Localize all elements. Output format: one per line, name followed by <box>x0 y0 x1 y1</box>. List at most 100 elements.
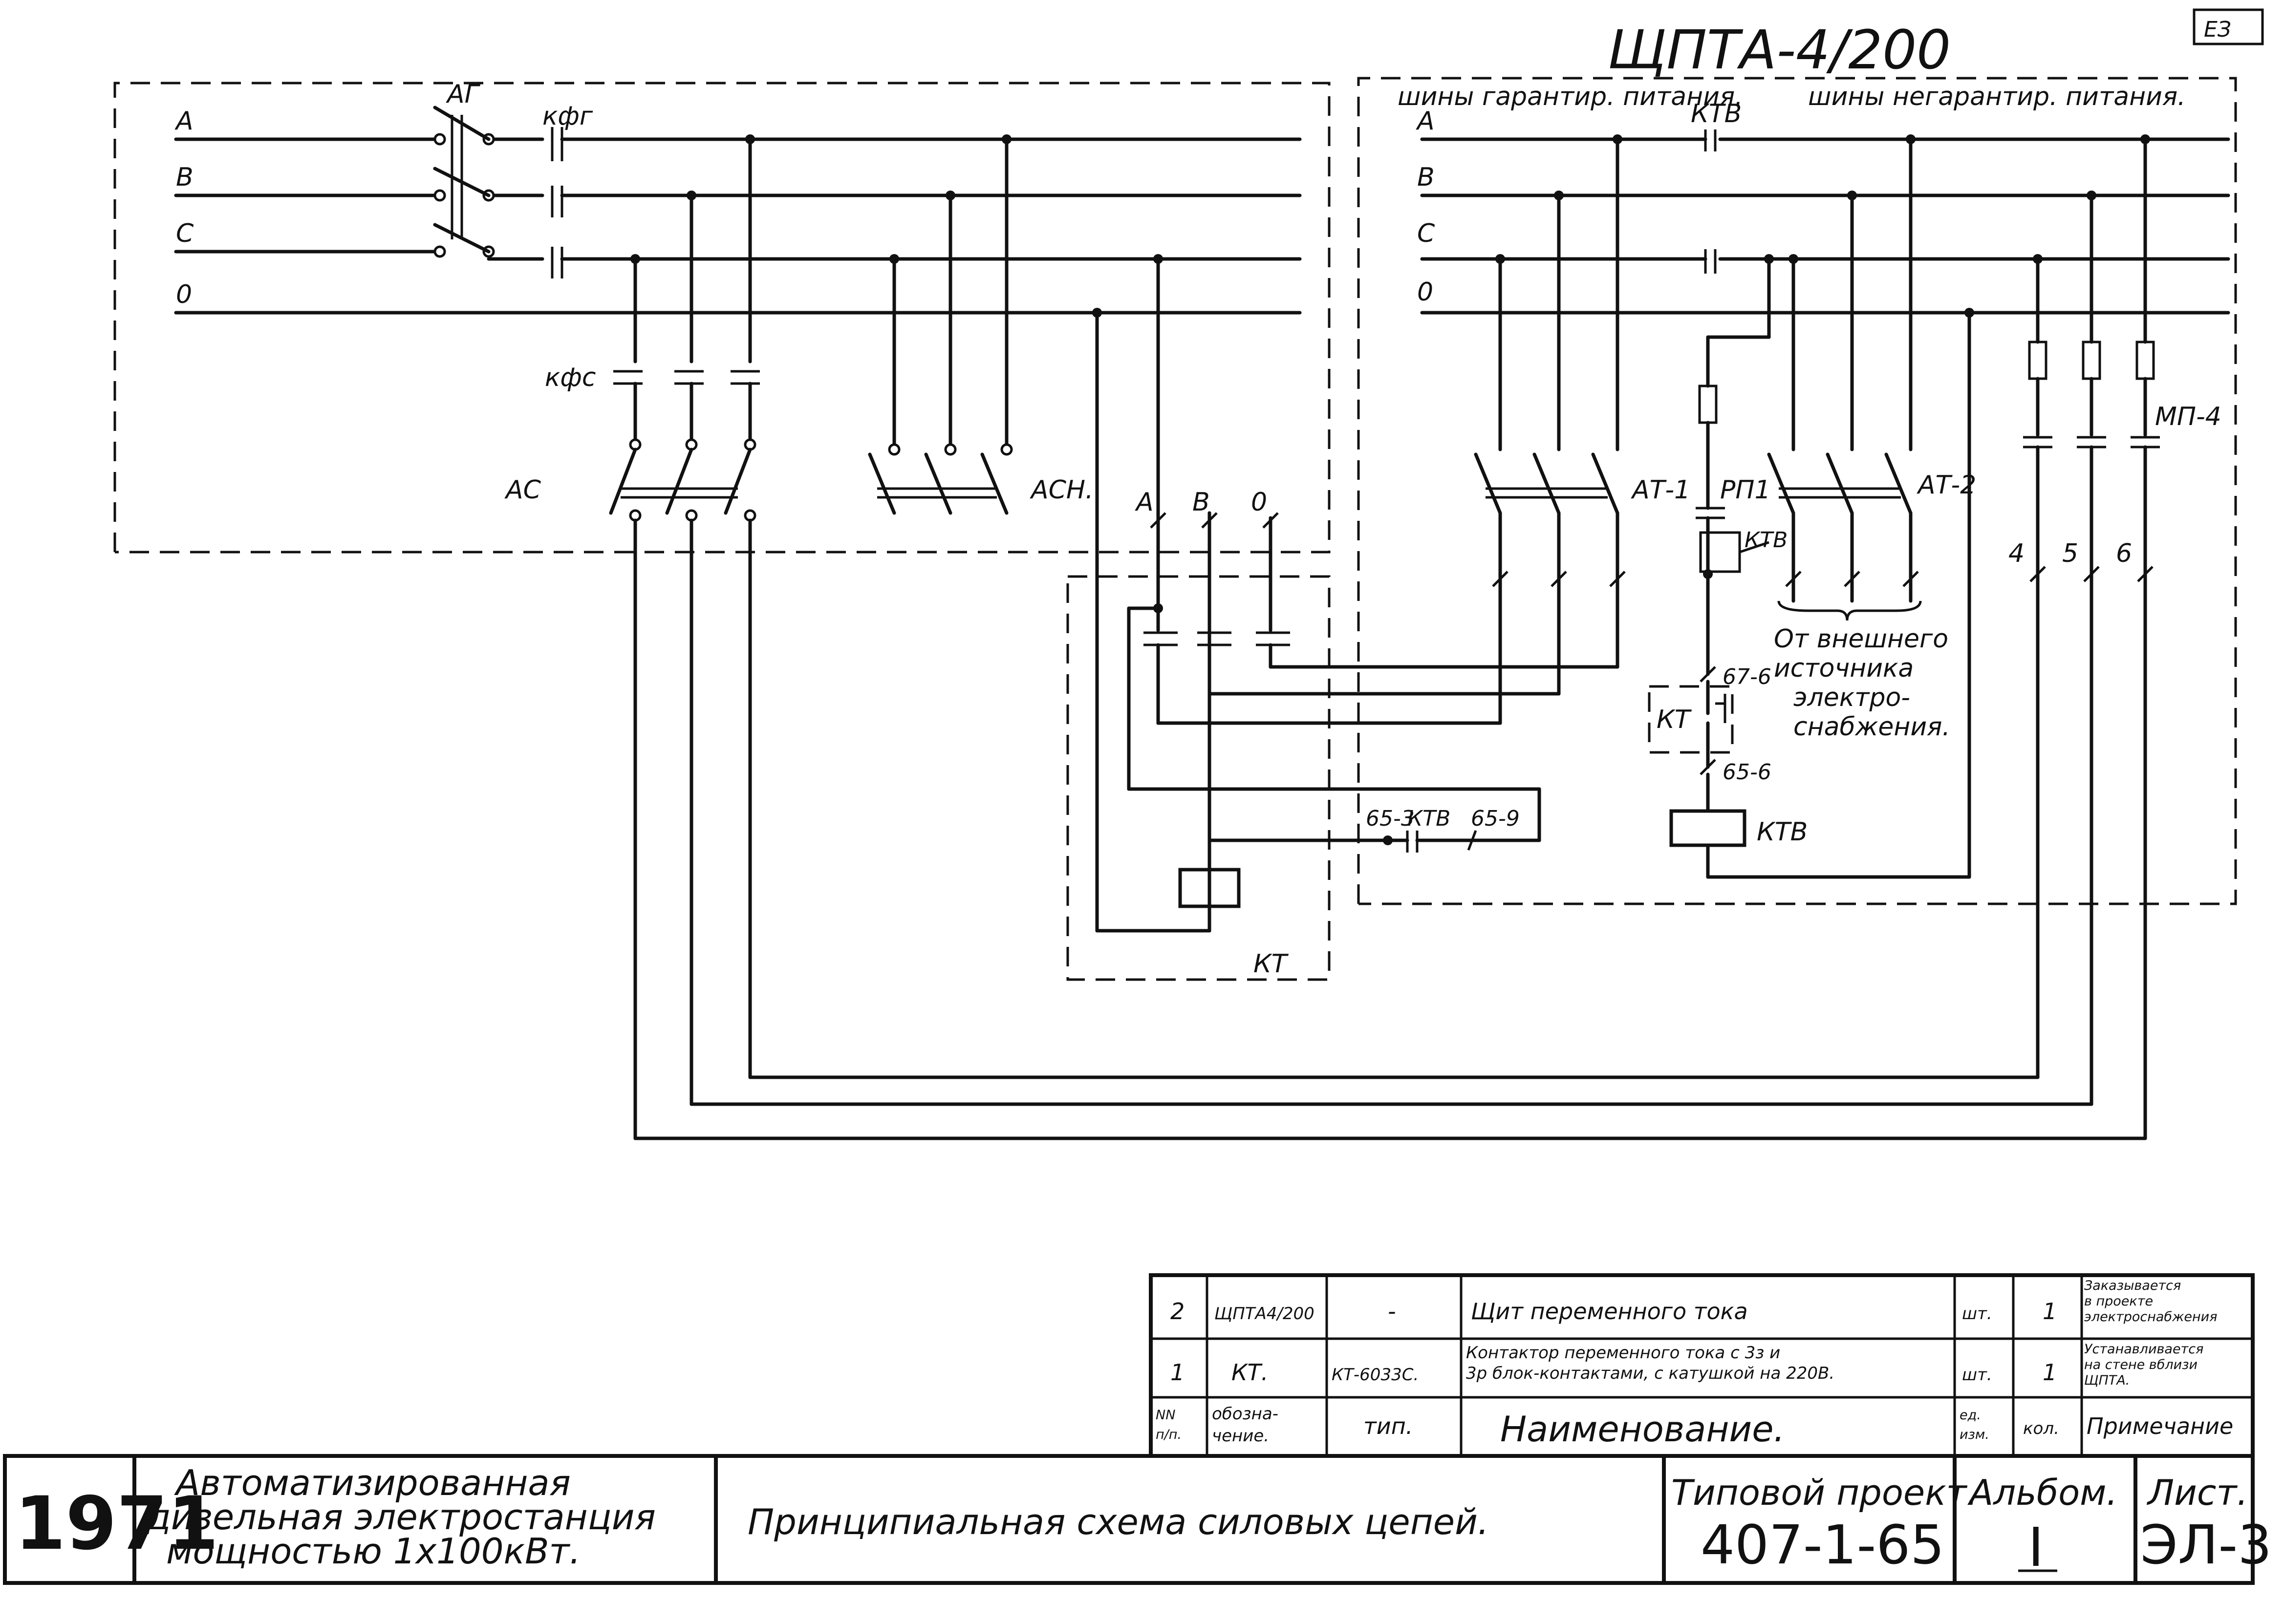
ktv-bus-label: КТВ <box>1691 99 1742 128</box>
kfs-contactor <box>613 370 760 442</box>
svg-text:чение.: чение. <box>1212 1426 1269 1446</box>
album-number: I <box>2028 1516 2044 1579</box>
guaranteed-bus-label: шины гарантир. питания. <box>1398 82 1743 111</box>
svg-text:КТ.: КТ. <box>1231 1359 1268 1386</box>
svg-text:снабжения.: снабжения. <box>1793 712 1950 742</box>
svg-text:Наименование.: Наименование. <box>1500 1409 1785 1450</box>
svg-text:электро-: электро- <box>1793 683 1910 712</box>
svg-text:тип.: тип. <box>1363 1413 1413 1439</box>
svg-text:Заказывается: Заказывается <box>2084 1278 2181 1293</box>
svg-text:п/п.: п/п. <box>1156 1427 1182 1442</box>
svg-text:шт.: шт. <box>1962 1365 1992 1385</box>
svg-text:65-3: 65-3 <box>1366 806 1415 831</box>
at2-label: АТ-2 <box>1917 470 1976 500</box>
ktv-aux-label: КТВ <box>1745 528 1788 553</box>
svg-text:В: В <box>1192 488 1210 517</box>
svg-text:C: C <box>1417 219 1435 248</box>
svg-text:1: 1 <box>2043 1359 2057 1386</box>
svg-text:2: 2 <box>1170 1298 1185 1325</box>
terminal-65-6: 65-6 <box>1723 760 1771 785</box>
svg-text:6: 6 <box>2116 539 2132 568</box>
svg-text:ЩПТА4/200: ЩПТА4/200 <box>1214 1304 1314 1324</box>
project-label: Типовой проект. <box>1671 1472 1978 1513</box>
kt-enclosure-label: КТ <box>1253 949 1289 979</box>
title-year: 1971 <box>15 1481 218 1566</box>
nonguaranteed-bus-label: шины негарантир. питания. <box>1808 82 2186 111</box>
ktv-control-circuit <box>1648 254 1974 879</box>
mp4-label: МП-4 <box>2155 402 2221 431</box>
ag-label: АГ <box>446 80 481 109</box>
svg-text:0: 0 <box>176 280 192 309</box>
ktv-coil-label: КТВ <box>1757 817 1808 847</box>
svg-text:0: 0 <box>1417 278 1433 307</box>
asn-label: АСН. <box>1030 475 1094 505</box>
at2-breaker <box>1767 134 1922 621</box>
kt-input-terminals: А В 0 <box>1135 488 1279 632</box>
generator-return-wires <box>633 587 2147 1140</box>
svg-text:Устанавливается: Устанавливается <box>2084 1342 2203 1357</box>
svg-text:1: 1 <box>2043 1298 2057 1325</box>
svg-text:B: B <box>1417 163 1435 192</box>
as-breaker <box>609 438 756 1140</box>
generator-panel-enclosure <box>113 82 1331 554</box>
project-number: 407-1-65 <box>1701 1514 1944 1576</box>
svg-text:C: C <box>176 219 194 248</box>
svg-text:1: 1 <box>1170 1359 1185 1386</box>
svg-text:Автоматизированная: Автоматизированная <box>174 1462 571 1503</box>
svg-text:Контактор переменного тока с 3: Контактор переменного тока с 3з и <box>1466 1343 1780 1363</box>
svg-text:0: 0 <box>1251 488 1267 517</box>
svg-text:шт.: шт. <box>1962 1304 1992 1324</box>
svg-text:4: 4 <box>2008 539 2025 568</box>
svg-text:дизельная электростанция: дизельная электростанция <box>146 1496 656 1538</box>
spec-row-2: 2 ЩПТА4/200 - Щит переменного тока шт. 1… <box>1170 1278 2217 1325</box>
sheet-number: ЭЛ-3 <box>2140 1514 2272 1576</box>
spec-row-1: 1 КТ. КТ-6033С. Контактор переменного то… <box>1170 1342 2203 1388</box>
svg-text:NN: NN <box>1156 1408 1175 1423</box>
title-object: Автоматизированная дизельная электростан… <box>146 1462 656 1572</box>
kt-main-contacts <box>1127 603 1619 818</box>
svg-text:5: 5 <box>2062 539 2078 568</box>
svg-text:A: A <box>1416 107 1435 136</box>
external-source-note: От внешнего источника электро- снабжения… <box>1774 624 1950 742</box>
svg-text:А: А <box>1135 488 1154 517</box>
kt-coil-terminals: 65-3 КТВ 65-9 <box>1366 806 1520 831</box>
svg-text:От внешнего: От внешнего <box>1774 624 1948 654</box>
at1-label: АТ-1 <box>1631 475 1690 505</box>
svg-text:мощностью 1х100кВт.: мощностью 1х100кВт. <box>166 1531 581 1572</box>
svg-text:B: B <box>176 163 194 192</box>
svg-text:кол.: кол. <box>2023 1419 2059 1438</box>
right-bus-labels: A B C 0 <box>1416 107 1435 307</box>
kt-enclosure <box>1066 575 1331 981</box>
mp4-output-labels: 4 5 6 <box>2008 539 2132 568</box>
sheet-label: Лист. <box>2146 1472 2248 1513</box>
svg-text:65-9: 65-9 <box>1471 806 1520 831</box>
corner-mark: ЕЗ <box>2193 8 2264 45</box>
panel-title: ЩПТА-4/200 <box>1608 19 1951 81</box>
mp4-starter <box>2023 134 2160 591</box>
svg-text:Примечание: Примечание <box>2087 1413 2233 1439</box>
svg-text:ЩПТА.: ЩПТА. <box>2084 1373 2130 1388</box>
terminal-67-6: 67-6 <box>1723 664 1771 689</box>
as-label: АС <box>504 475 541 505</box>
at1-breaker <box>1474 134 1626 725</box>
spec-header-row: NN п/п. обозна- чение. тип. Наименование… <box>1156 1404 2233 1450</box>
svg-text:КТ-6033С.: КТ-6033С. <box>1332 1365 1419 1385</box>
svg-text:изм.: изм. <box>1960 1427 1989 1442</box>
svg-text:Щит переменного тока: Щит переменного тока <box>1471 1298 1748 1325</box>
svg-text:электроснабжения: электроснабжения <box>2084 1309 2217 1325</box>
left-bus-labels: A B C 0 <box>174 107 194 309</box>
rp1-label: РП1 <box>1720 475 1771 505</box>
svg-text:-: - <box>1388 1298 1396 1325</box>
svg-text:A: A <box>174 107 194 136</box>
drawing-title: Принципиальная схема силовых цепей. <box>748 1501 1489 1542</box>
svg-text:источника: источника <box>1774 654 1914 683</box>
svg-text:КТВ: КТВ <box>1407 806 1450 831</box>
right-bus-lines <box>1420 129 2230 315</box>
kt-aux-label: КТ <box>1657 705 1692 734</box>
left-bus-lines <box>174 127 1302 315</box>
asn-breaker <box>868 443 1013 515</box>
kfg-label: кфг <box>542 102 593 131</box>
svg-text:3р блок-контактами, с катушкой: 3р блок-контактами, с катушкой на 220В. <box>1466 1364 1834 1383</box>
